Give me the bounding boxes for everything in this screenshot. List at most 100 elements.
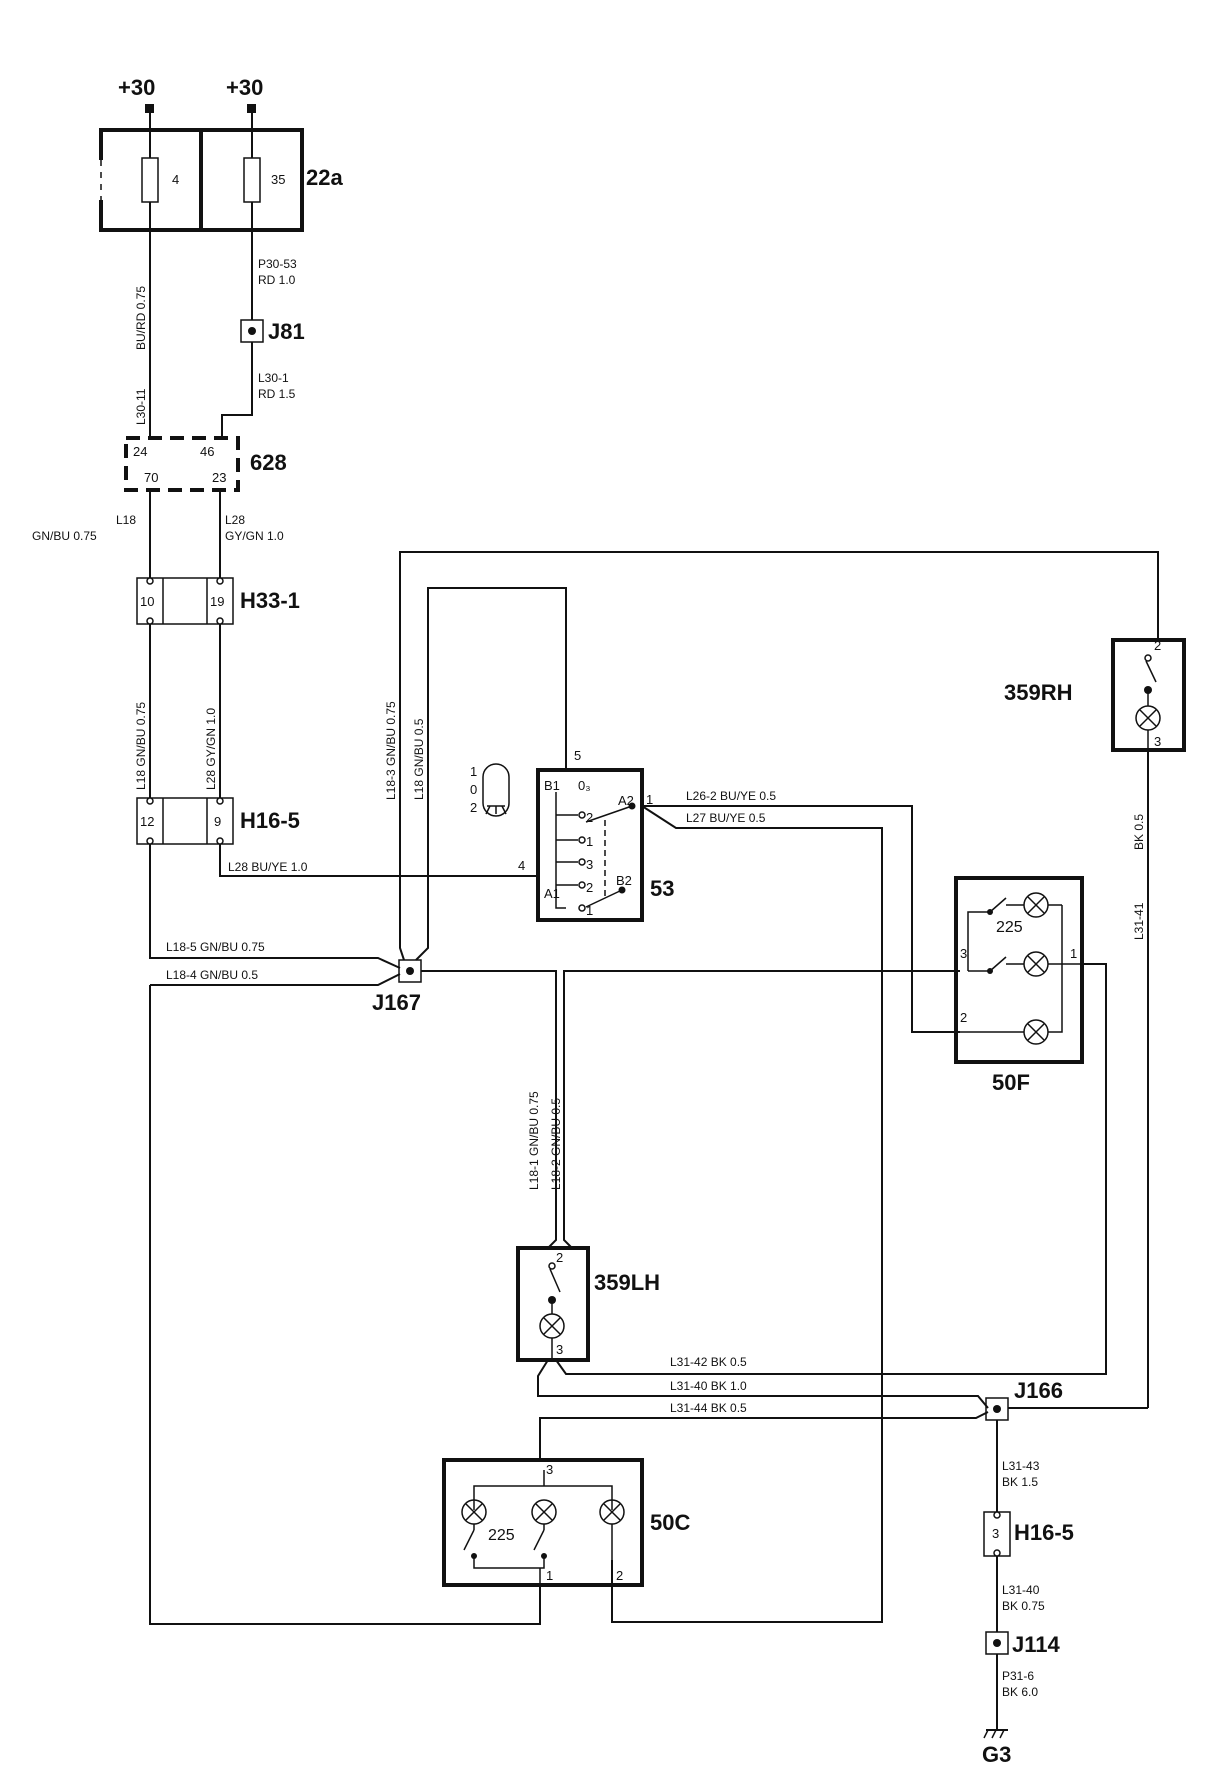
j166-label: J166	[1014, 1378, 1063, 1403]
sw53-c-2b: 2	[586, 880, 593, 895]
connector-h33-1: 10 19	[136, 577, 234, 625]
wire-label-l30-11: L30-11	[134, 388, 148, 425]
fuse-35	[243, 157, 261, 203]
f50-label: 50F	[992, 1070, 1030, 1095]
wire-label-l18-4: L18-4 GN/BU 0.5	[166, 968, 258, 982]
h16-bottom-pin-3: 3	[992, 1526, 999, 1541]
wire-label-l18-3: L18-3 GN/BU 0.75	[384, 701, 398, 800]
c50-pin-1: 1	[546, 1568, 553, 1583]
rh-pin-3: 3	[1154, 734, 1161, 749]
c50-rating: 225	[488, 1527, 515, 1544]
lamp-50f: 3 1 2 225	[954, 876, 1084, 1064]
sw53-pin-b2: B2	[616, 873, 632, 888]
wire-label-l31-43: L31-43	[1002, 1459, 1040, 1473]
c628-pin-46: 46	[200, 444, 214, 459]
c628-pin-70: 70	[144, 470, 158, 485]
c628-label: 628	[250, 450, 287, 475]
c628-pin-23: 23	[212, 470, 226, 485]
wire-label-l18-2: L18-2 GN/BU 0.5	[549, 1098, 563, 1190]
wire-label-l31-44: L31-44 BK 0.5	[670, 1401, 747, 1415]
wire-label-l28c: L28 BU/YE 1.0	[228, 860, 308, 874]
sw53-c-1b: 1	[586, 903, 593, 918]
h33-pin-10: 10	[140, 594, 154, 609]
wire-label-l31-41: L31-41	[1132, 902, 1146, 940]
wire-label-bk15: BK 1.5	[1002, 1475, 1038, 1489]
h16-top-label: H16-5	[240, 808, 300, 833]
h16-top-pin-9: 9	[214, 814, 221, 829]
f50-pin-1: 1	[1070, 946, 1077, 961]
sw53-pin-1: 1	[646, 792, 653, 807]
supply-terminal-a	[145, 104, 154, 113]
f50-pin-3: 3	[960, 946, 967, 961]
j81-label: J81	[268, 319, 305, 344]
fuse-box-label: 22a	[306, 165, 343, 190]
fuse-b-pin: 35	[271, 172, 285, 187]
supply-label-a: +30	[118, 75, 155, 100]
j167-label: J167	[372, 990, 421, 1015]
sw53-pin-b1: B1	[544, 778, 560, 793]
wire-label-l18-1: L18-1 GN/BU 0.75	[527, 1091, 541, 1190]
connector-628	[124, 436, 240, 492]
wire-label-rd10: RD 1.0	[258, 273, 296, 287]
wire-label-bk075: BK 0.75	[1002, 1599, 1045, 1613]
rh-label: 359RH	[1004, 680, 1072, 705]
wire-label-l28a: L28	[225, 513, 245, 527]
wire-label-gygn10a: GY/GN 1.0	[225, 529, 284, 543]
switch53-label: 53	[650, 876, 674, 901]
fuse-4	[141, 157, 159, 203]
c50-pin-3: 3	[546, 1462, 553, 1477]
lh-pin-3: 3	[556, 1342, 563, 1357]
wire-label-l18b: L18 GN/BU 0.75	[134, 702, 148, 790]
switch-53: B1 0₃ A2 A1 B2 2 1 3 2 1	[536, 768, 644, 922]
headlamp-pos-2: 2	[470, 800, 477, 815]
f50-rating: 225	[996, 919, 1023, 936]
rh-pin-2: 2	[1154, 638, 1161, 653]
wire-label-l18c: L18 GN/BU 0.5	[412, 718, 426, 800]
junction-j166	[985, 1397, 1009, 1421]
fuse-a-pin: 4	[172, 172, 179, 187]
h16-top-pin-12: 12	[140, 814, 154, 829]
headlamp-pos-0: 0	[470, 782, 477, 797]
c50-pin-2: 2	[616, 1568, 623, 1583]
supply-terminal-b	[247, 104, 256, 113]
junction-j114	[985, 1631, 1009, 1655]
wire-label-p31-6: P31-6	[1002, 1669, 1034, 1683]
h33-pin-19: 19	[210, 594, 224, 609]
lh-label: 359LH	[594, 1270, 660, 1295]
fuse-box-22a: 4 35	[98, 128, 304, 232]
wire-label-l31-42: L31-42 BK 0.5	[670, 1355, 747, 1369]
wire-label-l28b: L28 GY/GN 1.0	[204, 708, 218, 790]
lamp-359lh: 2 3	[516, 1246, 590, 1362]
sw53-c-2a: 2	[586, 810, 593, 825]
lh-pin-2: 2	[556, 1250, 563, 1265]
sw53-c-3: 3	[586, 857, 593, 872]
lamp-359rh: 2 3	[1111, 638, 1186, 752]
wire-label-l31-40a: L31-40 BK 1.0	[670, 1379, 747, 1393]
ground-icon	[983, 1729, 1008, 1739]
wire-label-bk05a: BK 0.5	[1132, 814, 1146, 850]
h33-label: H33-1	[240, 588, 300, 613]
wire-label-l18-5: L18-5 GN/BU 0.75	[166, 940, 265, 954]
junction-j81	[240, 319, 264, 343]
c50-label: 50C	[650, 1510, 690, 1535]
sw53-pin-03: 0₃	[578, 778, 591, 793]
headlamp-icon: 1 0 2	[470, 763, 510, 817]
connector-h16-5-top: 12 9	[136, 797, 234, 845]
sw53-pin-4: 4	[518, 858, 525, 873]
sw53-pin-a1: A1	[544, 886, 560, 901]
supply-label-b: +30	[226, 75, 263, 100]
wire-label-l18a: L18	[116, 513, 136, 527]
wire-label-bu-rd: BU/RD 0.75	[134, 286, 148, 350]
c628-pin-24: 24	[133, 444, 147, 459]
connector-h16-5-bottom: 3	[983, 1511, 1011, 1557]
wire-label-p30-53: P30-53	[258, 257, 297, 271]
headlamp-pos-1: 1	[470, 764, 477, 779]
wire-label-rd15: RD 1.5	[258, 387, 296, 401]
j114-label: J114	[1012, 1632, 1060, 1657]
wire-label-bk60: BK 6.0	[1002, 1685, 1038, 1699]
wire-label-l30-1: L30-1	[258, 371, 289, 385]
lamp-50c: 3 1 2 225	[442, 1458, 644, 1587]
wire-label-l27: L27 BU/YE 0.5	[686, 811, 766, 825]
junction-j167	[398, 959, 422, 983]
